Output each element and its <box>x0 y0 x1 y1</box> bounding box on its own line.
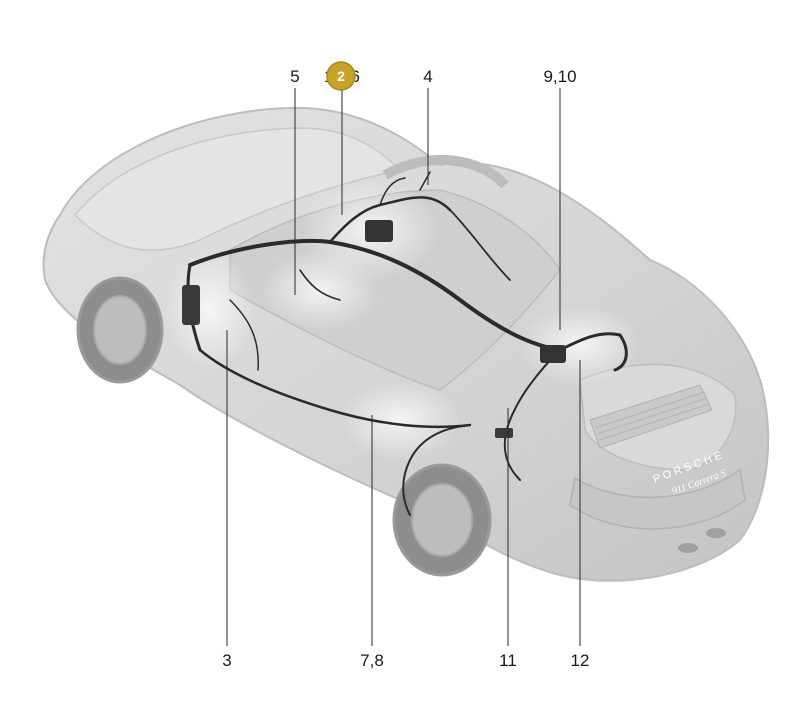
front-left-rim <box>93 295 147 365</box>
windshield-frame <box>382 154 509 189</box>
hotspot-badge[interactable]: 2 <box>326 61 356 91</box>
leader-lines <box>226 88 581 646</box>
right-door-branch <box>449 209 511 281</box>
exhaust-left <box>678 543 698 553</box>
callout-3: 3 <box>222 651 231 670</box>
console-branch <box>299 269 341 301</box>
callout-7-8: 7,8 <box>360 651 384 670</box>
callout-9-10: 9,10 <box>543 67 576 86</box>
rear-left-branch <box>503 349 561 481</box>
exhaust-right <box>706 528 726 538</box>
rear-light-bar <box>569 468 746 530</box>
car-body <box>42 106 770 582</box>
hotspot-badge-label[interactable]: 2 <box>337 68 345 84</box>
connector-rear <box>495 428 513 438</box>
callout-11: 11 <box>499 651 517 670</box>
control-unit-rear <box>540 345 566 363</box>
mirror-branch <box>379 177 406 206</box>
engine-grille <box>589 384 713 449</box>
fuse-box-front <box>182 285 200 325</box>
engine-bay-harness <box>558 332 628 372</box>
control-unit-dash <box>365 220 393 242</box>
harness-glow <box>165 180 640 460</box>
main-harness-trunk <box>188 238 562 352</box>
footwell-branch <box>229 299 259 371</box>
callout-4: 4 <box>423 67 432 86</box>
floor-harness <box>198 348 472 429</box>
callout-12: 12 <box>571 651 590 670</box>
callout-5: 5 <box>290 67 299 86</box>
rear-left-rim <box>411 483 473 557</box>
rear-wheel-branch <box>402 424 471 516</box>
hotspot-badge-circle[interactable] <box>326 61 356 91</box>
